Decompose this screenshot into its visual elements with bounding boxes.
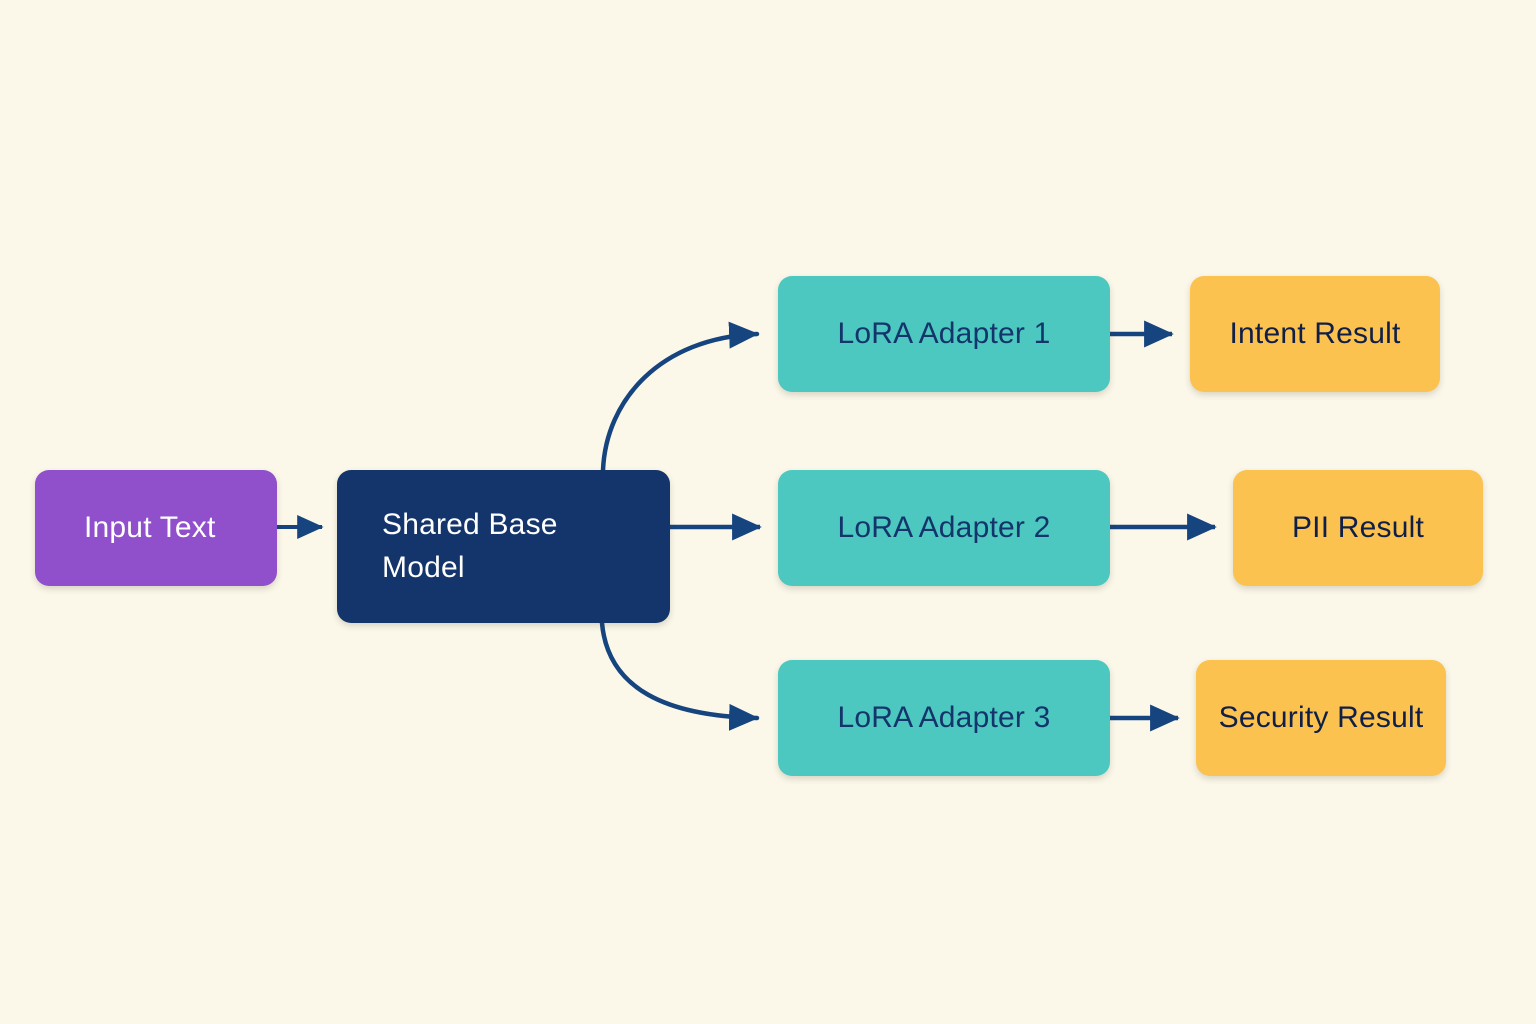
node-shared-base-model[interactable]: Shared Base Model: [337, 470, 670, 623]
node-intent-result-label: Intent Result: [1229, 317, 1401, 350]
node-lora-adapter-1[interactable]: LoRA Adapter 1: [778, 276, 1110, 392]
node-security-result[interactable]: Security Result: [1196, 660, 1446, 776]
node-intent-result[interactable]: Intent Result: [1190, 276, 1440, 392]
node-input-text-label: Input Text: [84, 511, 216, 544]
node-pii-result-label: PII Result: [1291, 511, 1425, 544]
node-lora-adapter-1-label: LoRA Adapter 1: [837, 317, 1051, 350]
node-security-result-label: Security Result: [1218, 701, 1424, 734]
node-lora-adapter-3[interactable]: LoRA Adapter 3: [778, 660, 1110, 776]
node-lora-adapter-3-label: LoRA Adapter 3: [837, 701, 1051, 734]
edge-base-to-adapter-1: [600, 321, 760, 473]
node-input-text[interactable]: Input Text: [35, 470, 277, 586]
node-pii-result[interactable]: PII Result: [1233, 470, 1483, 586]
node-lora-adapter-2[interactable]: LoRA Adapter 2: [778, 470, 1110, 586]
node-lora-adapter-2-label: LoRA Adapter 2: [837, 511, 1051, 544]
edge-base-to-adapter-3: [599, 620, 760, 731]
node-shared-base-model-label: Shared Base Model: [382, 507, 558, 584]
